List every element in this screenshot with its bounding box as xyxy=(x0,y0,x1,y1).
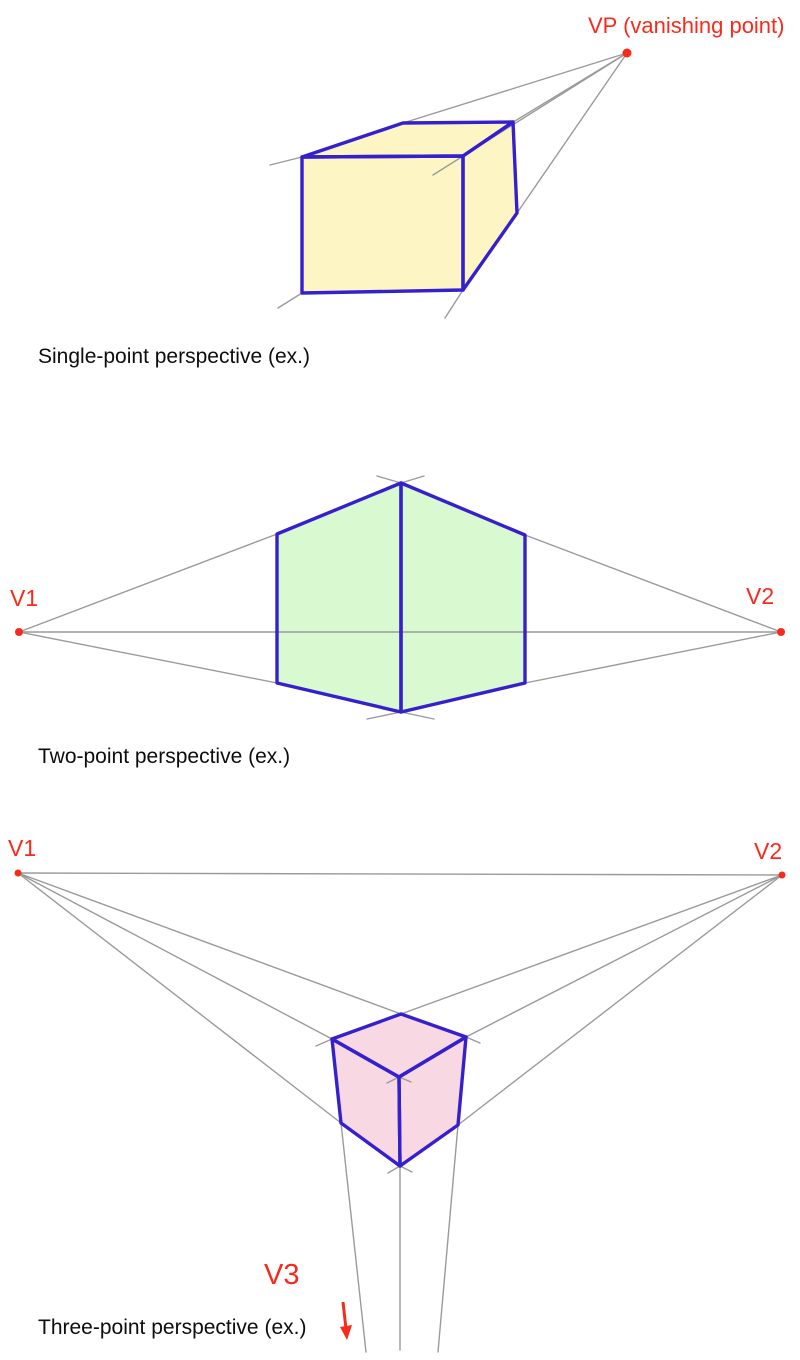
construction-line xyxy=(399,1165,413,1173)
figure-single-point xyxy=(269,48,632,319)
vanishing-point-dot xyxy=(14,869,22,877)
caption-single-point: Single-point perspective (ex.) xyxy=(38,345,310,368)
construction-line xyxy=(465,874,783,1038)
cube-face xyxy=(302,156,463,293)
v3-arrow-shaft xyxy=(341,1301,348,1330)
cube-face xyxy=(302,122,513,157)
construction-line xyxy=(17,872,333,1040)
cube-face xyxy=(277,483,401,712)
construction-line xyxy=(366,711,402,720)
three-point-v2-label: V2 xyxy=(754,838,783,864)
construction-line xyxy=(402,52,628,124)
cube-face xyxy=(332,1014,466,1077)
three-point-v3-label: V3 xyxy=(264,1259,300,1291)
construction-line xyxy=(17,872,783,876)
caption-two-point: Two-point perspective (ex.) xyxy=(38,745,291,768)
construction-line xyxy=(277,292,303,309)
v3-arrow-head xyxy=(340,1325,352,1340)
construction-line xyxy=(387,1165,401,1174)
construction-line xyxy=(386,1076,400,1084)
cube-face xyxy=(401,483,525,712)
construction-line xyxy=(524,534,782,633)
construction-line xyxy=(400,874,783,1015)
vanishing-point-dot xyxy=(15,628,23,636)
figure-two-point xyxy=(15,475,785,720)
cube-edges xyxy=(399,481,527,714)
construction-line xyxy=(18,533,278,633)
construction-line xyxy=(17,872,402,1015)
construction-line xyxy=(516,52,628,214)
construction-line xyxy=(269,156,303,166)
construction-line xyxy=(398,1076,412,1083)
two-point-v2-label: V2 xyxy=(746,583,775,609)
construction-line xyxy=(444,289,464,319)
construction-line xyxy=(524,631,782,684)
construction-line xyxy=(340,1122,367,1353)
construction-line xyxy=(18,631,278,684)
cube-edges xyxy=(397,1035,468,1168)
vanishing-point-label: VP (vanishing point) xyxy=(588,13,785,38)
two-point-v1-label: V1 xyxy=(10,585,39,611)
cube-face xyxy=(332,1039,400,1166)
cube-edges xyxy=(300,154,465,295)
construction-line xyxy=(400,711,435,720)
figure-three-point xyxy=(14,869,786,1353)
construction-line xyxy=(400,475,425,484)
construction-line xyxy=(437,1124,459,1353)
vanishing-point-dot xyxy=(778,871,786,879)
caption-three-point: Three-point perspective (ex.) xyxy=(38,1316,307,1339)
cube-face xyxy=(399,1037,466,1166)
construction-line xyxy=(315,1038,333,1047)
construction-line xyxy=(17,872,342,1124)
three-point-v1-label: V1 xyxy=(8,835,37,861)
cube-face xyxy=(463,122,517,290)
construction-line xyxy=(465,1036,481,1044)
vanishing-point-dot xyxy=(622,48,632,58)
construction-line xyxy=(376,475,402,484)
vanishing-point-dot xyxy=(777,628,785,636)
construction-line xyxy=(457,874,783,1126)
